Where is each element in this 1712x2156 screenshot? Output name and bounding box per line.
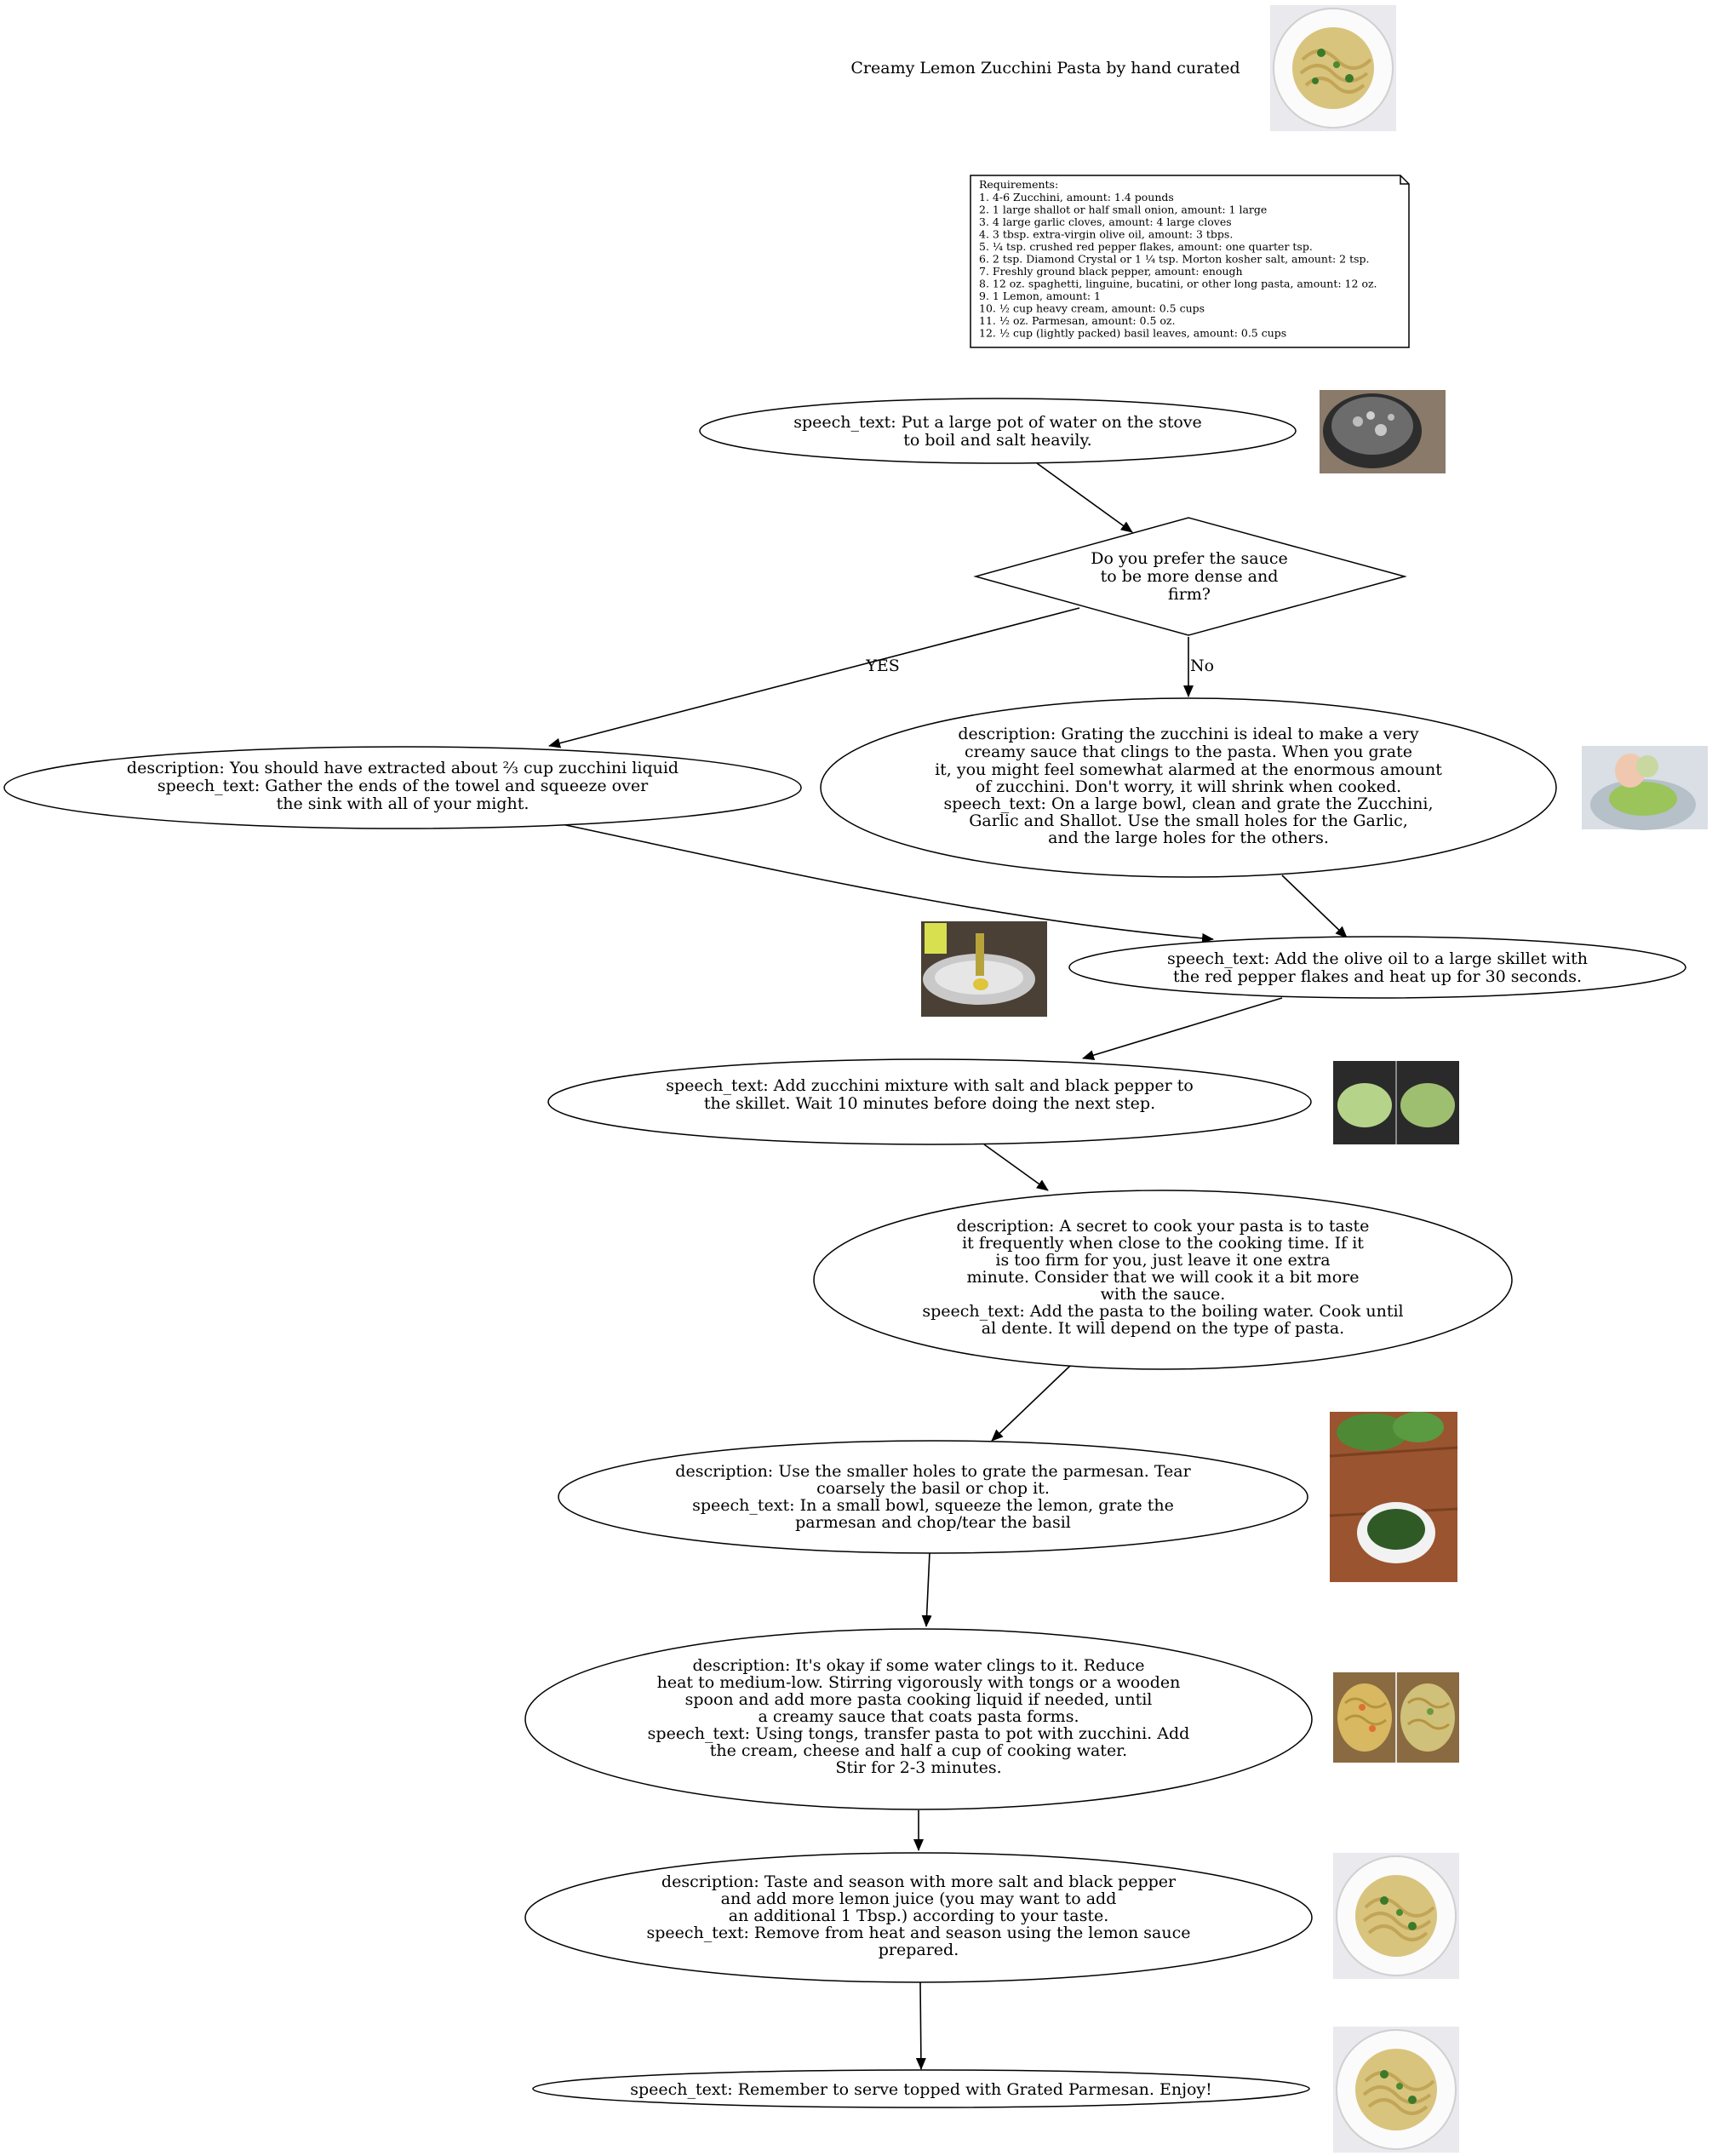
requirement-item: 1. 4-6 Zucchini, amount: 1.4 pounds bbox=[979, 191, 1174, 204]
basil-bowl-image bbox=[1329, 1412, 1458, 1582]
node-text-line: an additional 1 Tbsp.) according to your… bbox=[729, 1907, 1109, 1925]
node-text-line: the cream, cheese and half a cup of cook… bbox=[710, 1741, 1127, 1760]
step-prepare-parmesan-basil: description: Use the smaller holes to gr… bbox=[558, 1440, 1308, 1554]
served-pasta-image bbox=[1333, 2027, 1459, 2153]
node-text-line: description: Taste and season with more … bbox=[661, 1872, 1177, 1891]
olive-oil-skillet-image bbox=[921, 921, 1047, 1017]
pasta-plate-image bbox=[1270, 5, 1396, 131]
grating-zucchini-image bbox=[1582, 746, 1708, 830]
node-text-line: description: A secret to cook your pasta… bbox=[957, 1217, 1370, 1236]
node-text-line: and the large holes for the others. bbox=[1048, 829, 1329, 847]
edge-zucchini-to-pasta bbox=[983, 1144, 1049, 1191]
node-text-line: minute. Consider that we will cook it a … bbox=[967, 1268, 1360, 1287]
node-text-line: it, you might feel somewhat alarmed at t… bbox=[935, 760, 1442, 779]
recipe-title: Creamy Lemon Zucchini Pasta by hand cura… bbox=[850, 59, 1240, 77]
step-serve: speech_text: Remember to serve topped wi… bbox=[532, 2069, 1310, 2108]
node-text-line: speech_text: Using tongs, transfer pasta… bbox=[648, 1724, 1190, 1743]
requirement-item: 4. 3 tbsp. extra-virgin olive oil, amoun… bbox=[979, 228, 1233, 241]
edge-grate-to-oil bbox=[1281, 874, 1348, 938]
requirements-note: Requirements: 1. 4-6 Zucchini, amount: 1… bbox=[970, 175, 1410, 348]
pasta-in-pot-image bbox=[1333, 1672, 1459, 1763]
node-text-line: spoon and add more pasta cooking liquid … bbox=[685, 1690, 1153, 1709]
node-text-line: firm? bbox=[1168, 585, 1211, 604]
edge-squeeze-to-oil bbox=[561, 823, 1214, 943]
edge-label-yes: YES bbox=[865, 657, 899, 675]
node-text-line: description: It's okay if some water cli… bbox=[692, 1656, 1144, 1675]
requirement-item: 8. 12 oz. spaghetti, linguine, bucatini,… bbox=[979, 278, 1377, 290]
zucchini-skillet-image bbox=[1333, 1061, 1459, 1144]
node-text-line: speech_text: Remove from heat and season… bbox=[646, 1924, 1190, 1942]
step-boil-water: speech_text: Put a large pot of water on… bbox=[699, 398, 1297, 464]
step-season-sauce: description: Taste and season with more … bbox=[524, 1852, 1313, 1983]
node-text-line: coarsely the basil or chop it. bbox=[816, 1479, 1050, 1498]
node-text-line: Do you prefer the sauce bbox=[1091, 549, 1287, 568]
node-text-line: speech_text: In a small bowl, squeeze th… bbox=[692, 1496, 1174, 1515]
edge-season-to-serve bbox=[915, 1981, 926, 2070]
step-heat-oil: speech_text: Add the olive oil to a larg… bbox=[1068, 936, 1686, 999]
step-squeeze-zucchini: description: You should have extracted a… bbox=[3, 746, 802, 829]
requirement-item: 11. ½ oz. Parmesan, amount: 0.5 oz. bbox=[979, 314, 1175, 327]
requirement-item: 7. Freshly ground black pepper, amount: … bbox=[979, 265, 1243, 278]
node-text-line: is too firm for you, just leave it one e… bbox=[995, 1251, 1330, 1270]
node-text-line: speech_text: Add the olive oil to a larg… bbox=[1167, 949, 1588, 968]
node-text-line: prepared. bbox=[879, 1941, 959, 1959]
step-combine-pasta: description: It's okay if some water cli… bbox=[524, 1628, 1313, 1810]
requirement-item: 2. 1 large shallot or half small onion, … bbox=[979, 204, 1267, 216]
step-grate-zucchini: description: Grating the zucchini is ide… bbox=[820, 697, 1557, 878]
node-text-line: the red pepper flakes and heat up for 30… bbox=[1173, 967, 1582, 986]
node-text-line: speech_text: Put a large pot of water on… bbox=[793, 413, 1202, 432]
node-text-line: description: Grating the zucchini is ide… bbox=[958, 725, 1419, 743]
node-text-line: heat to medium-low. Stirring vigorously … bbox=[657, 1673, 1181, 1692]
edge-pasta-to-parmesan bbox=[991, 1365, 1071, 1442]
requirement-item: 5. ¼ tsp. crushed red pepper flakes, amo… bbox=[979, 240, 1313, 253]
node-text-line: description: Use the smaller holes to gr… bbox=[675, 1462, 1191, 1481]
edge-parmesan-to-combine bbox=[921, 1551, 932, 1627]
requirements-heading: Requirements: bbox=[979, 178, 1058, 191]
requirement-item: 9. 1 Lemon, amount: 1 bbox=[979, 290, 1101, 302]
node-text-line: description: You should have extracted a… bbox=[127, 759, 679, 777]
node-text-line: and add more lemon juice (you may want t… bbox=[721, 1889, 1117, 1908]
requirement-item: 6. 2 tsp. Diamond Crystal or 1 ¼ tsp. Mo… bbox=[979, 253, 1370, 266]
node-text-line: parmesan and chop/tear the basil bbox=[795, 1513, 1071, 1532]
node-text-line: speech_text: Add the pasta to the boilin… bbox=[922, 1302, 1403, 1321]
node-text-line: with the sauce. bbox=[1101, 1285, 1226, 1304]
edge-oil-to-zucchini bbox=[1082, 997, 1283, 1060]
node-text-line: creamy sauce that clings to the pasta. W… bbox=[965, 743, 1412, 761]
requirement-item: 10. ½ cup heavy cream, amount: 0.5 cups bbox=[979, 302, 1205, 315]
step-add-zucchini-mixture: speech_text: Add zucchini mixture with s… bbox=[547, 1058, 1312, 1145]
node-text-line: speech_text: Add zucchini mixture with s… bbox=[666, 1076, 1194, 1095]
edge-boil-to-decision bbox=[1036, 462, 1133, 533]
finished-pasta-image bbox=[1333, 1853, 1459, 1979]
flow-edges bbox=[548, 462, 1348, 2070]
step-cook-pasta: description: A secret to cook your pasta… bbox=[813, 1190, 1513, 1370]
node-text-line: to be more dense and bbox=[1101, 567, 1279, 586]
edge-label-no: No bbox=[1190, 657, 1214, 675]
node-text-line: speech_text: Remember to serve topped wi… bbox=[630, 2080, 1212, 2099]
node-text-line: it frequently when close to the cooking … bbox=[962, 1234, 1364, 1253]
requirement-item: 12. ½ cup (lightly packed) basil leaves,… bbox=[979, 327, 1286, 340]
node-text-line: the skillet. Wait 10 minutes before doin… bbox=[704, 1094, 1155, 1113]
node-text-line: Garlic and Shallot. Use the small holes … bbox=[969, 811, 1408, 830]
edge-decision-yes bbox=[548, 607, 1080, 748]
node-text-line: speech_text: On a large bowl, clean and … bbox=[944, 794, 1434, 813]
node-text-line: al dente. It will depend on the type of … bbox=[982, 1319, 1344, 1338]
requirement-item: 3. 4 large garlic cloves, amount: 4 larg… bbox=[979, 215, 1232, 228]
node-text-line: a creamy sauce that coats pasta forms. bbox=[758, 1707, 1079, 1726]
node-text-line: to boil and salt heavily. bbox=[903, 431, 1091, 450]
node-text-line: the sink with all of your might. bbox=[277, 794, 530, 813]
decision-sauce-density: Do you prefer the sauce to be more dense… bbox=[973, 517, 1407, 636]
node-text-line: Stir for 2-3 minutes. bbox=[835, 1758, 1001, 1777]
node-text-line: speech_text: Gather the ends of the towe… bbox=[157, 777, 649, 795]
boiling-pot-image bbox=[1320, 390, 1446, 473]
node-text-line: of zucchini. Don't worry, it will shrink… bbox=[976, 777, 1401, 796]
